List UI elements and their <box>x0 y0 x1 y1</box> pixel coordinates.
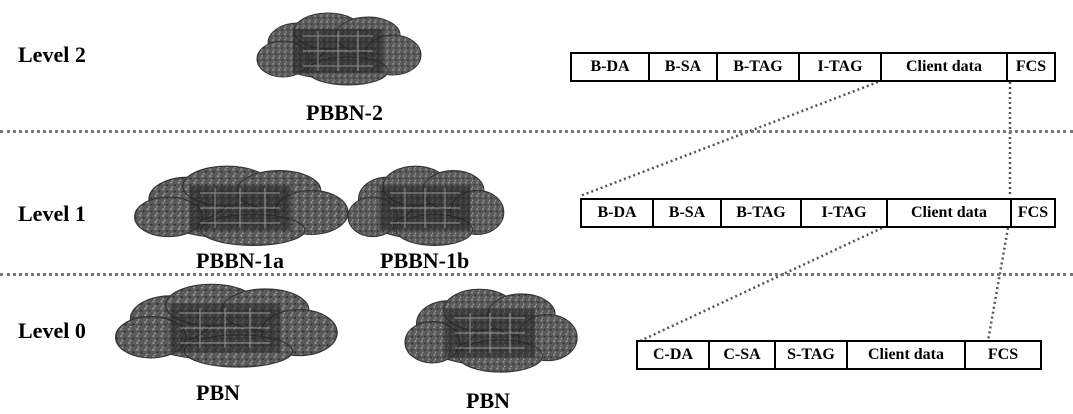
frame-level2-field: B-DA <box>572 54 650 80</box>
frame-level2-field: FCS <box>1015 58 1047 75</box>
frame-level0-field: Client data <box>848 342 966 368</box>
frame-level2-field: I-TAG <box>800 54 882 80</box>
frame-level0-field: FCS <box>987 346 1019 363</box>
cloud-pbbn1a <box>134 165 349 247</box>
cloud-pbn-right <box>404 288 578 373</box>
frame-level0-field: S-TAG <box>776 342 848 368</box>
frame-level1-field: B-SA <box>654 200 722 226</box>
encapsulation-lines <box>579 80 1012 343</box>
cloud-pbbn1b <box>347 165 505 246</box>
network-label-pbn-left: PBN <box>196 380 240 405</box>
frame-level1-field: B-TAG <box>722 200 802 226</box>
level-divider-upper <box>0 130 1073 133</box>
network-label-pbn-right: PBN <box>466 388 510 413</box>
frame-level0-field: C-DA <box>638 342 710 368</box>
level-0-label: Level 0 <box>18 318 86 343</box>
encap-line-l1-client-right <box>986 227 1010 342</box>
frame-level2-field: Client data <box>882 54 1008 80</box>
encap-line-l1-client-left <box>639 226 883 343</box>
level-1-label: Level 1 <box>18 201 86 226</box>
frame-level0: C-DA C-SA S-TAG Client data FCS <box>636 340 1042 370</box>
frame-level1-field: I-TAG <box>802 200 888 226</box>
encap-line-l2-client-left <box>579 80 879 198</box>
frame-level2-field: B-TAG <box>718 54 800 80</box>
frame-level1-field: B-DA <box>582 200 654 226</box>
cloud-pbbn2 <box>256 12 422 86</box>
frame-level1-field: Client data <box>888 200 1012 226</box>
frame-level0-field: C-SA <box>710 342 776 368</box>
frame-level1-field: FCS <box>1017 204 1049 221</box>
level-divider-lower <box>0 273 1073 276</box>
network-label-pbbn1b: PBBN-1b <box>380 248 470 273</box>
frame-level2: B-DA B-SA B-TAG I-TAG Client data FCS <box>570 52 1056 82</box>
cloud-pbn-left <box>114 283 338 368</box>
network-label-pbbn1a: PBBN-1a <box>196 248 284 273</box>
level-2-label: Level 2 <box>18 42 86 67</box>
network-label-pbbn2: PBBN-2 <box>306 100 383 125</box>
frame-level2-field: B-SA <box>650 54 718 80</box>
frame-level1: B-DA B-SA B-TAG I-TAG Client data FCS <box>580 198 1056 228</box>
